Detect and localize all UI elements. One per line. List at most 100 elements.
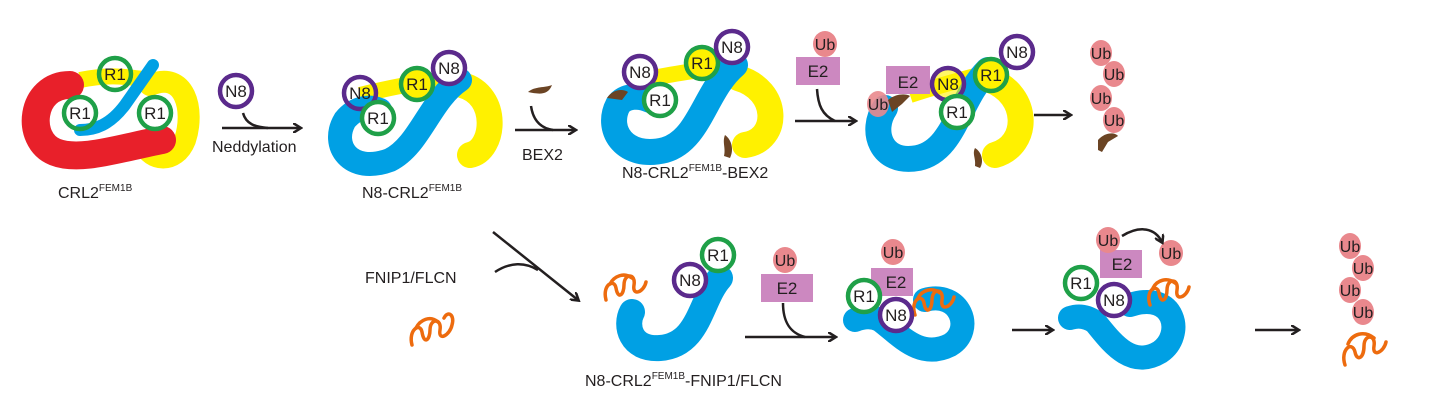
polyub-fnip: Ub Ub Ub Ub <box>1339 233 1388 367</box>
svg-text:R1: R1 <box>946 103 968 122</box>
svg-text:Ub: Ub <box>1091 46 1112 63</box>
neddylation-branch <box>241 112 269 130</box>
polyub-bex2: Ub Ub Ub Ub <box>1090 40 1125 152</box>
svg-text:Ub: Ub <box>1353 261 1374 278</box>
svg-text:N8: N8 <box>1103 291 1125 310</box>
caption-n8-crl2-bex2: N8-CRL2FEM1B-BEX2 <box>622 163 768 182</box>
svg-text:Ub: Ub <box>1161 246 1182 263</box>
caption-crl2: CRL2FEM1B <box>58 183 133 202</box>
ub-bead: Ub <box>881 239 905 265</box>
svg-text:Ub: Ub <box>883 245 904 262</box>
r1-ring: R1 <box>359 99 397 137</box>
svg-text:N8: N8 <box>225 82 247 101</box>
svg-text:Ub: Ub <box>1353 305 1374 322</box>
svg-text:R1: R1 <box>144 104 166 123</box>
svg-text:E2: E2 <box>898 73 919 92</box>
n8-ring: N8 <box>341 74 379 112</box>
svg-text:Ub: Ub <box>1340 283 1361 300</box>
ub-bead: Ub <box>1103 61 1125 87</box>
svg-text:R1: R1 <box>980 66 1002 85</box>
r1-ring: R1 <box>136 94 174 132</box>
svg-text:Ub: Ub <box>1340 239 1361 256</box>
n8-ring: N8 <box>671 261 709 299</box>
n8-ring: N8 <box>877 296 915 334</box>
bex2-icon <box>1098 133 1118 152</box>
svg-text:R1: R1 <box>853 287 875 306</box>
fnip-branch <box>494 263 539 274</box>
svg-text:E2: E2 <box>808 62 829 81</box>
n8-ring: N8 <box>929 65 967 103</box>
svg-text:E2: E2 <box>1112 255 1133 274</box>
svg-text:N8: N8 <box>885 306 907 325</box>
n8-ring: N8 <box>1095 281 1133 319</box>
e2-box: E2 <box>796 57 840 85</box>
svg-text:R1: R1 <box>406 75 428 94</box>
bex2-icon <box>528 85 552 94</box>
svg-text:Ub: Ub <box>1104 113 1125 130</box>
r1-ring: R1 <box>641 81 679 119</box>
svg-text:N8: N8 <box>937 75 959 94</box>
svg-text:R1: R1 <box>104 65 126 84</box>
fnip1-flcn-icon <box>912 288 956 317</box>
n8-ring: N8 <box>430 49 468 87</box>
ub-bead: Ub <box>1090 40 1112 66</box>
r1-ring: R1 <box>972 56 1010 94</box>
r1-ring: R1 <box>845 277 883 315</box>
ub-bead: Ub <box>1339 233 1361 259</box>
e2-branch <box>815 88 836 123</box>
svg-text:R1: R1 <box>691 54 713 73</box>
ub-bead: Ub <box>1090 85 1112 111</box>
r1-ring: R1 <box>1062 264 1100 302</box>
svg-text:N8: N8 <box>1006 43 1028 62</box>
ub-bead: Ub <box>773 247 797 273</box>
e2-branch-bottom <box>781 302 806 339</box>
svg-text:N8: N8 <box>438 59 460 78</box>
fnip1-flcn-icon <box>603 273 648 302</box>
r1-ring: R1 <box>683 44 721 82</box>
n8-ring: N8 <box>621 53 659 91</box>
ub-bead: Ub <box>813 31 837 57</box>
bex2-label: BEX2 <box>522 147 563 164</box>
svg-text:N8: N8 <box>349 84 371 103</box>
svg-text:Ub: Ub <box>1091 91 1112 108</box>
caption-n8-crl2-fnip: N8-CRL2FEM1B-FNIP1/FLCN <box>585 371 782 390</box>
n8-crl2-fnip-complex <box>616 265 733 361</box>
fnip1-flcn-icon <box>409 312 455 347</box>
svg-text:Ub: Ub <box>1098 233 1119 250</box>
svg-text:E2: E2 <box>777 279 798 298</box>
bex2-branch <box>529 105 554 132</box>
n8-ring: N8 <box>998 33 1036 71</box>
fnip1-flcn-label: FNIP1/FLCN <box>365 270 457 287</box>
ub-transfer-complex <box>1058 290 1186 370</box>
r1-ring: R1 <box>96 55 134 93</box>
r1-ring: R1 <box>938 93 976 131</box>
svg-text:Ub: Ub <box>868 97 889 114</box>
svg-text:N8: N8 <box>679 271 701 290</box>
e2-box: E2 <box>761 274 813 302</box>
svg-text:R1: R1 <box>367 109 389 128</box>
ub-bead: Ub <box>1096 227 1120 253</box>
svg-text:Ub: Ub <box>815 37 836 54</box>
svg-text:R1: R1 <box>649 91 671 110</box>
fnip1-flcn-icon <box>1342 332 1388 367</box>
svg-text:Ub: Ub <box>1104 67 1125 84</box>
n8-ring: N8 <box>217 72 255 110</box>
e2-box: E2 <box>886 66 930 94</box>
svg-text:R1: R1 <box>707 246 729 265</box>
ub-bead: Ub <box>1352 299 1374 325</box>
n8-ring: N8 <box>713 28 751 66</box>
caption-n8-crl2: N8-CRL2FEM1B <box>362 183 462 202</box>
r1-ring: R1 <box>61 94 99 132</box>
ub-bead: Ub <box>867 91 889 117</box>
svg-text:R1: R1 <box>69 104 91 123</box>
e2-recruited-complex <box>843 286 975 362</box>
fnip1-flcn-icon <box>1147 278 1191 307</box>
ub-bead: Ub <box>1159 240 1183 266</box>
ub-bead: Ub <box>1339 277 1361 303</box>
ub-transfer-arrow <box>1121 228 1162 242</box>
ub-bead: Ub <box>1103 107 1125 133</box>
fnip-arrow <box>492 231 578 300</box>
crl2-complex <box>21 59 200 170</box>
r1-ring: R1 <box>398 65 436 103</box>
